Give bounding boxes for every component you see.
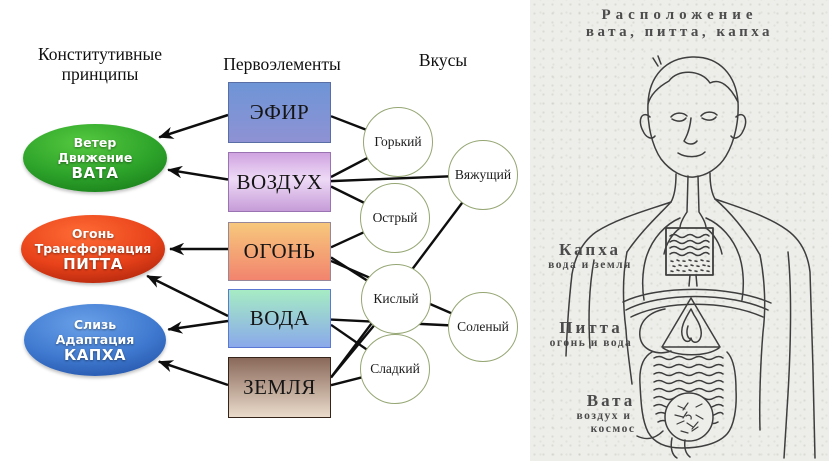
arm-inner-left: [588, 259, 595, 349]
header-principles-line2: принципы: [61, 64, 139, 84]
pitta-quality: Огонь: [71, 225, 115, 241]
colon-frame: [639, 351, 737, 449]
kapha-region-elements: вода и земля: [548, 259, 632, 271]
element-box-water: ВОДА: [228, 289, 331, 348]
diaphragm: [622, 288, 772, 318]
stomach: [639, 308, 672, 354]
vata-region-elements-line1: воздух и: [576, 410, 632, 422]
torso-right: [758, 254, 766, 431]
ear-right: [730, 113, 747, 139]
appendix: [670, 437, 691, 459]
vata-region-elements-line2: космос: [590, 423, 636, 435]
clavicle-right: [714, 198, 761, 256]
element-box-fire: ОГОНЬ: [228, 222, 331, 281]
kapha-name: КАПХА: [63, 345, 127, 364]
element-box-air: ВОЗДУХ: [228, 152, 331, 212]
nose: [683, 117, 698, 145]
elements-diagram-panel: Конститутивные принципы Первоэлементы Вк…: [10, 44, 518, 418]
bronchus-right: [705, 227, 723, 255]
header-principles-line1: Конститутивные: [37, 44, 163, 64]
lung-right: [705, 217, 745, 301]
neck: [670, 172, 716, 203]
trachea: [679, 175, 707, 229]
vata-quality: Ветер: [73, 134, 117, 150]
column-header-elements: Первоэлементы: [223, 54, 341, 74]
pitta-region-name: Питта: [559, 318, 623, 337]
kapha-region-name: Капха: [559, 240, 621, 259]
bronchus-left: [663, 227, 681, 255]
element-box-earth: ЗЕМЛЯ: [228, 357, 331, 418]
pitta-region-elements: огонь и вода: [549, 337, 633, 349]
arm-inner-right: [783, 251, 792, 459]
vata-region-name: Вата: [586, 391, 636, 410]
torso-left: [622, 251, 633, 385]
panel-title-line2: вата, питта, капха: [585, 24, 774, 40]
pitta-name: ПИТТА: [63, 254, 123, 273]
lung-left: [641, 217, 681, 301]
pitta-triangle: [661, 297, 721, 348]
hair-tuft: [652, 55, 662, 67]
column-header-tastes: Вкусы: [418, 50, 468, 70]
taste-circle-pungent: Острый: [360, 183, 430, 253]
element-box-ether: ЭФИР: [228, 82, 331, 143]
esophagus: [688, 274, 698, 287]
vata-function: Движение: [57, 149, 133, 165]
taste-circle-salty: Соленый: [448, 292, 518, 362]
connection-lines: [146, 113, 484, 387]
mouth: [677, 151, 706, 158]
region-label-pitta: Питта огонь и вода: [536, 318, 646, 350]
region-label-vata: Вата воздух и космос: [558, 391, 650, 436]
taste-circle-astringent: Вяжущий: [448, 140, 518, 210]
hair: [647, 56, 739, 105]
panel-title-line1: Расположение: [601, 7, 758, 23]
dosha-oval-pitta: Огонь Трансформация ПИТТА: [21, 215, 165, 283]
shoulder-arm-left: [565, 201, 672, 357]
shoulder-arm-right: [714, 198, 816, 459]
column-header-principles: Конститутивные принципы: [10, 44, 190, 84]
taste-circle-bitter: Горький: [363, 107, 433, 177]
vata-region-circle: [664, 392, 714, 442]
dosha-oval-kapha: Слизь Адаптация КАПХА: [24, 304, 166, 376]
kapha-dots: [670, 259, 711, 273]
taste-circle-sweet: Сладкий: [360, 334, 430, 404]
vata-label-connector: [636, 430, 664, 440]
human-figure-drawing: [565, 55, 816, 459]
stomach-lower-curve: [662, 347, 720, 356]
region-label-kapha: Капха вода и земля: [534, 240, 646, 272]
kapha-waves: [669, 233, 710, 257]
pitta-function: Трансформация: [34, 240, 152, 256]
taste-circle-sour: Кислый: [361, 264, 431, 334]
ear-left: [639, 113, 656, 139]
vata-name: ВАТА: [71, 163, 119, 182]
kapha-function: Адаптация: [55, 331, 135, 347]
vata-scribbles: [674, 402, 704, 434]
body-location-panel: Расположение вата, питта, капха: [530, 0, 829, 461]
kapha-quality: Слизь: [73, 316, 117, 332]
eye-right: [700, 111, 718, 121]
flame: [680, 308, 703, 343]
panel-title: Расположение вата, питта, капха: [530, 7, 829, 41]
face-outline: [647, 101, 739, 178]
clavicle-left: [626, 201, 672, 253]
dosha-oval-vata: Ветер Движение ВАТА: [23, 124, 167, 192]
eye-left: [670, 112, 688, 122]
